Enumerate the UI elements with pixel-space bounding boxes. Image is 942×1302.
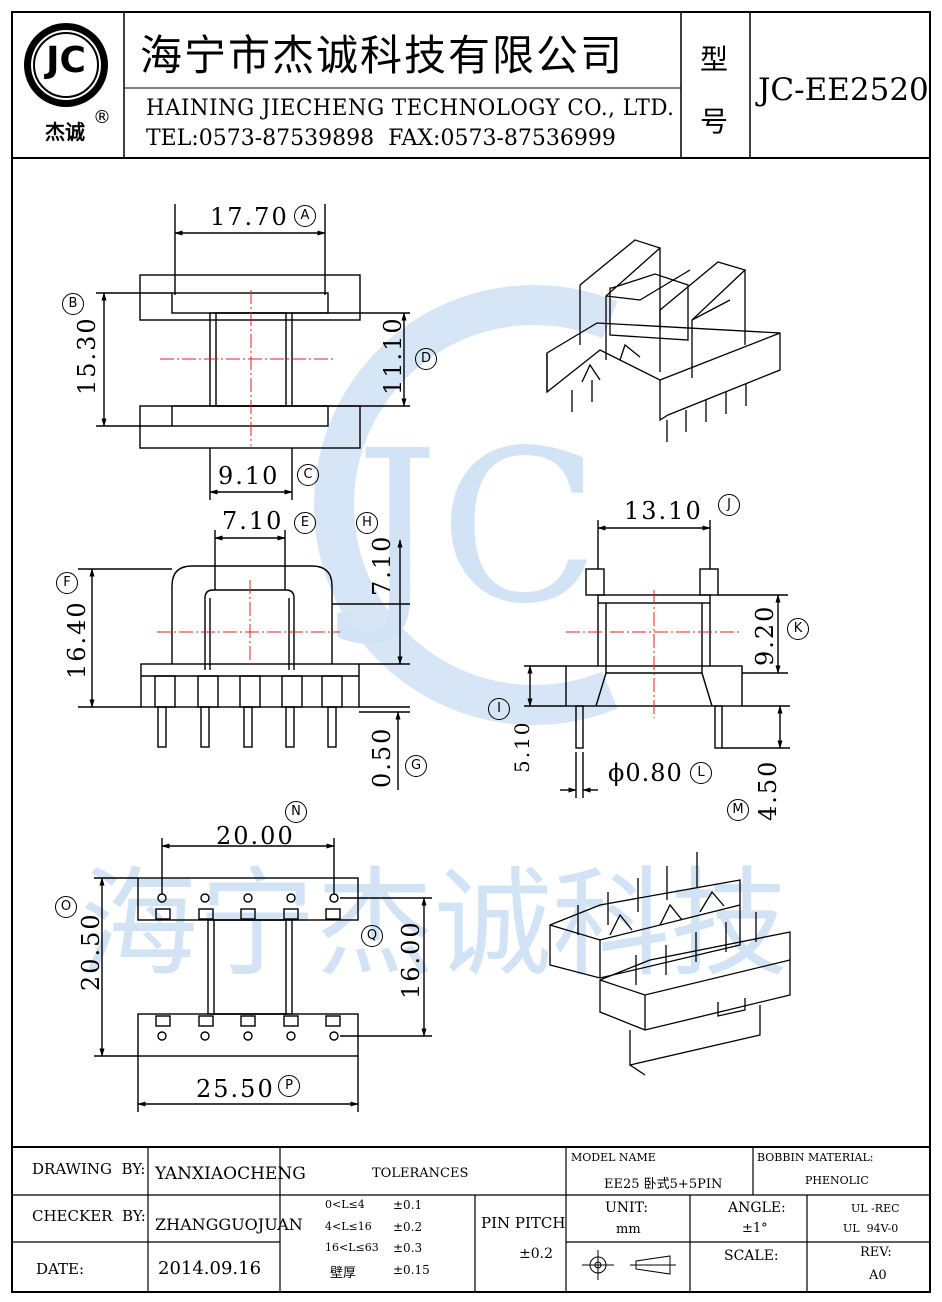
- tolerance-range-1: 0<L≤4: [325, 1198, 365, 1211]
- mark-d: D: [415, 348, 437, 370]
- company-name-en: HAINING JIECHENG TECHNOLOGY CO., LTD.: [146, 96, 675, 121]
- front-view: [78, 530, 410, 790]
- dim-j-value: 13.10: [624, 497, 703, 525]
- dim-b-value: 15.30: [73, 316, 101, 395]
- mark-b: B: [62, 293, 84, 315]
- model-name-value: EE25 卧式5+5PIN: [604, 1177, 723, 1192]
- dim-g-value: 0.50: [368, 726, 396, 788]
- dim-n-value: 20.00: [216, 822, 295, 850]
- mark-c: C: [297, 464, 319, 486]
- mark-n: N: [285, 801, 307, 823]
- tolerances-label: TOLERANCES: [372, 1166, 469, 1181]
- mark-f: F: [56, 572, 78, 594]
- drawing-by-label: DRAWING BY:: [32, 1160, 146, 1178]
- mark-e: E: [294, 512, 316, 534]
- model-number: JC-EE2520: [758, 72, 929, 108]
- ul-rec: UL -REC: [851, 1202, 900, 1215]
- tolerance-value-1: ±0.1: [393, 1198, 423, 1212]
- mark-j: J: [718, 494, 740, 516]
- bottom-view: [94, 838, 432, 1112]
- mark-k: K: [787, 618, 809, 640]
- centerlines: [157, 290, 742, 718]
- unit-value: mm: [616, 1222, 641, 1237]
- title-block-grid: [11, 1146, 931, 1293]
- tolerance-value-3: ±0.3: [393, 1241, 423, 1255]
- dim-c-value: 9.10: [218, 462, 280, 490]
- mark-i: I: [488, 698, 510, 720]
- dim-m-value: 4.50: [754, 759, 782, 821]
- pin-pitch-value: ±0.2: [519, 1246, 553, 1262]
- checker-by-label: CHECKER BY:: [32, 1207, 146, 1225]
- dim-q-value: 16.00: [397, 920, 425, 999]
- tolerance-range-3: 16<L≤63: [325, 1241, 379, 1254]
- angle-label: ANGLE:: [728, 1200, 786, 1216]
- tolerance-value-2: ±0.2: [393, 1220, 423, 1234]
- dim-h-value: 7.10: [368, 534, 396, 596]
- date-value: 2014.09.16: [158, 1258, 262, 1279]
- tolerance-value-4: ±0.15: [393, 1263, 430, 1277]
- mark-o: O: [55, 896, 77, 918]
- unit-label: UNIT:: [605, 1200, 649, 1216]
- checker-by-value: ZHANGGUOJUAN: [155, 1215, 303, 1234]
- drawing-by-value: YANXIAOCHENG: [155, 1164, 306, 1184]
- dim-k-value: 9.20: [751, 604, 779, 666]
- dim-o-value: 20.50: [77, 912, 105, 991]
- top-view: [96, 204, 410, 500]
- ul-94v0: UL 94V-0: [843, 1222, 899, 1235]
- pin-pitch-label: PIN PITCH: [481, 1214, 566, 1232]
- tolerance-range-4: 壁厚: [330, 1266, 357, 1281]
- company-contact: TEL:0573-87539898 FAX:0573-87536999: [146, 126, 616, 151]
- technical-drawings: [78, 204, 791, 1112]
- mark-m: M: [727, 799, 749, 821]
- bobbin-material-value: PHENOLIC: [805, 1174, 869, 1187]
- dim-a-value: 17.70: [210, 203, 289, 231]
- angle-value: ±1°: [742, 1221, 768, 1236]
- dim-e-value: 7.10: [222, 507, 284, 535]
- mark-l: L: [690, 762, 712, 784]
- rev-label: REV:: [860, 1245, 892, 1260]
- dim-l-value: ϕ0.80: [608, 759, 683, 787]
- model-name-label: MODEL NAME: [571, 1151, 656, 1164]
- mark-q: Q: [361, 925, 383, 947]
- isometric-view-bottom: [549, 852, 791, 1076]
- watermark-logo: JC: [337, 405, 600, 650]
- mark-h: H: [356, 512, 378, 534]
- tolerance-range-2: 4<L≤16: [325, 1220, 372, 1233]
- mark-p: P: [278, 1075, 300, 1097]
- dim-f-value: 16.40: [63, 600, 91, 679]
- bobbin-material-label: BOBBIN MATERIAL:: [757, 1151, 874, 1164]
- company-name-cn: 海宁市杰诚科技有限公司: [140, 31, 625, 80]
- model-label-2: 号: [700, 105, 729, 138]
- isometric-view-top: [546, 239, 781, 442]
- header-grid: [11, 11, 931, 159]
- date-label: DATE:: [36, 1260, 85, 1278]
- drawing-frame: [11, 11, 931, 1293]
- dim-p-value: 25.50: [196, 1075, 275, 1103]
- logo-registered: ®: [93, 107, 111, 128]
- rev-value: A0: [869, 1268, 887, 1283]
- scale-label: SCALE:: [724, 1248, 779, 1264]
- projection-symbol: [582, 1250, 676, 1280]
- dim-i-value: 5.10: [510, 720, 534, 773]
- logo-brand: 杰诚: [45, 120, 85, 144]
- mark-g: G: [405, 755, 427, 777]
- mark-a: A: [294, 205, 316, 227]
- logo-text: JC: [46, 40, 86, 81]
- model-label-1: 型: [700, 43, 729, 76]
- dim-d-value: 11.10: [379, 316, 407, 395]
